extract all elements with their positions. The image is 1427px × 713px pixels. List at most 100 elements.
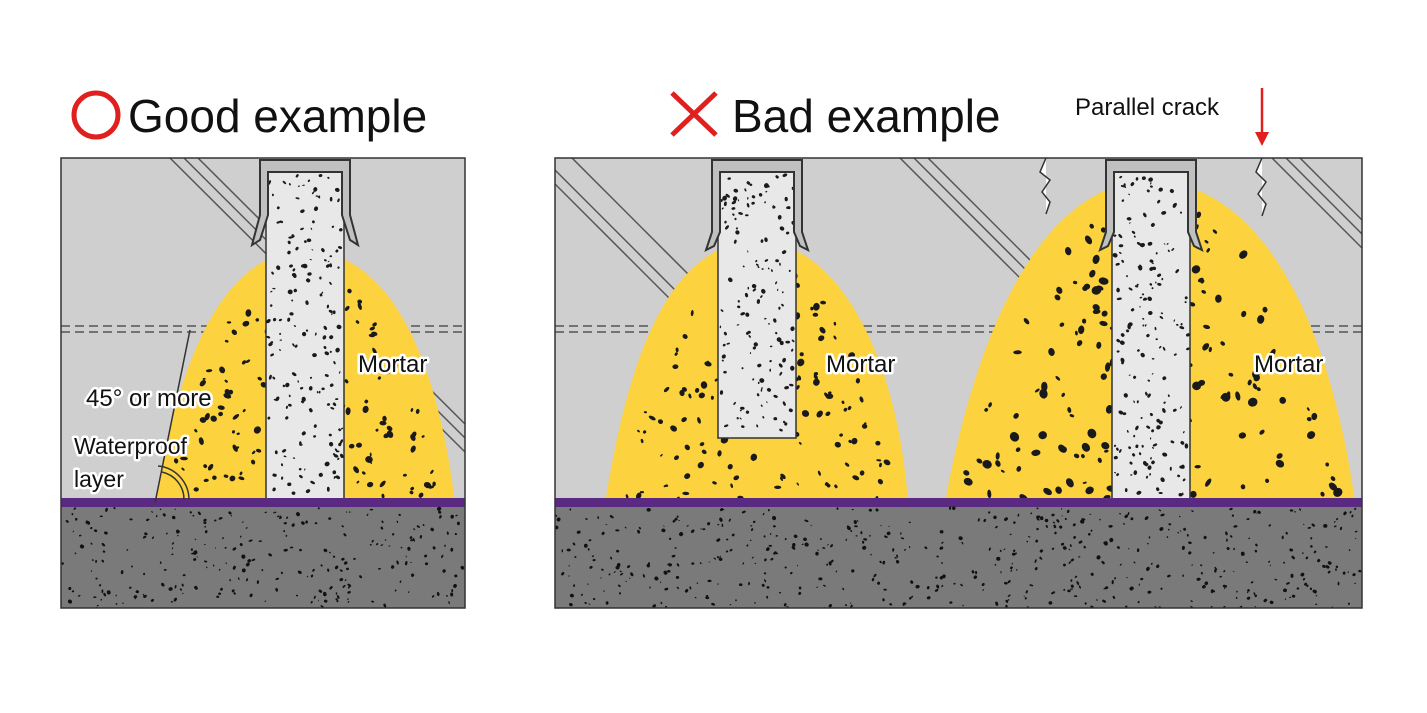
texture-speck bbox=[1062, 546, 1067, 550]
texture-speck bbox=[1320, 491, 1325, 497]
texture-speck bbox=[775, 331, 778, 335]
texture-speck bbox=[851, 437, 858, 445]
texture-speck bbox=[1212, 589, 1216, 593]
texture-speck bbox=[758, 193, 763, 197]
texture-speck bbox=[1140, 417, 1143, 419]
texture-speck bbox=[1152, 446, 1154, 449]
texture-speck bbox=[330, 407, 335, 410]
texture-speck bbox=[561, 549, 564, 553]
texture-speck bbox=[289, 546, 294, 549]
texture-speck bbox=[155, 514, 158, 518]
texture-speck bbox=[962, 604, 964, 607]
texture-speck bbox=[672, 519, 676, 523]
texture-speck bbox=[258, 540, 262, 543]
texture-speck bbox=[824, 482, 829, 487]
texture-speck bbox=[1103, 541, 1106, 545]
texture-speck bbox=[752, 378, 755, 381]
texture-speck bbox=[410, 434, 416, 442]
texture-speck bbox=[95, 560, 98, 563]
texture-speck bbox=[268, 342, 273, 347]
texture-speck bbox=[325, 264, 330, 268]
texture-speck bbox=[569, 602, 573, 607]
texture-speck bbox=[193, 558, 197, 561]
texture-speck bbox=[1169, 466, 1172, 471]
texture-speck bbox=[839, 433, 843, 437]
texture-speck bbox=[678, 519, 680, 522]
texture-speck bbox=[1129, 586, 1134, 591]
texture-speck bbox=[144, 532, 148, 536]
texture-speck bbox=[910, 595, 914, 598]
texture-speck bbox=[287, 289, 293, 295]
texture-speck bbox=[848, 439, 852, 444]
texture-speck bbox=[271, 193, 274, 197]
texture-speck bbox=[1304, 582, 1308, 586]
texture-speck bbox=[828, 391, 832, 395]
texture-speck bbox=[285, 534, 288, 537]
texture-speck bbox=[126, 548, 129, 551]
texture-speck bbox=[691, 562, 695, 565]
texture-speck bbox=[746, 203, 750, 208]
texture-speck bbox=[1140, 577, 1144, 581]
texture-speck bbox=[637, 529, 641, 534]
texture-speck bbox=[292, 343, 295, 347]
texture-speck bbox=[1149, 259, 1154, 263]
texture-speck bbox=[719, 555, 721, 558]
texture-speck bbox=[756, 299, 761, 304]
texture-speck bbox=[1039, 516, 1044, 521]
texture-speck bbox=[1178, 493, 1183, 497]
texture-speck bbox=[311, 220, 315, 224]
texture-speck bbox=[285, 516, 289, 519]
texture-speck bbox=[299, 386, 304, 390]
texture-speck bbox=[1269, 564, 1271, 567]
texture-speck bbox=[731, 207, 736, 210]
texture-speck bbox=[190, 548, 194, 551]
texture-speck bbox=[759, 378, 765, 383]
texture-speck bbox=[364, 399, 369, 404]
texture-speck bbox=[1135, 425, 1139, 431]
texture-speck bbox=[232, 444, 238, 452]
texture-speck bbox=[1276, 453, 1283, 459]
texture-speck bbox=[430, 527, 434, 532]
texture-speck bbox=[1148, 177, 1153, 182]
texture-speck bbox=[1322, 564, 1326, 568]
texture-speck bbox=[781, 303, 784, 307]
texture-speck bbox=[1118, 244, 1124, 248]
mortar-label: Mortar bbox=[358, 351, 427, 378]
texture-speck bbox=[694, 387, 700, 393]
texture-speck bbox=[343, 561, 348, 565]
texture-speck bbox=[1167, 249, 1170, 253]
texture-speck bbox=[90, 542, 93, 545]
texture-speck bbox=[1070, 588, 1073, 590]
texture-speck bbox=[61, 562, 64, 565]
texture-speck bbox=[718, 557, 723, 561]
texture-speck bbox=[1191, 510, 1194, 513]
texture-speck bbox=[372, 347, 377, 355]
texture-speck bbox=[1147, 296, 1153, 301]
texture-speck bbox=[1119, 563, 1122, 566]
texture-speck bbox=[926, 586, 930, 590]
texture-speck bbox=[747, 250, 749, 253]
texture-speck bbox=[279, 220, 284, 224]
texture-speck bbox=[347, 583, 352, 587]
texture-speck bbox=[289, 312, 294, 316]
texture-speck bbox=[726, 538, 729, 541]
texture-speck bbox=[328, 309, 333, 313]
texture-speck bbox=[630, 572, 634, 577]
texture-speck bbox=[1334, 521, 1336, 523]
texture-speck bbox=[787, 206, 791, 210]
texture-speck bbox=[380, 526, 384, 530]
texture-speck bbox=[280, 476, 284, 480]
texture-speck bbox=[159, 561, 162, 565]
texture-speck bbox=[1147, 393, 1151, 398]
texture-speck bbox=[610, 556, 613, 560]
texture-speck bbox=[603, 590, 605, 592]
texture-speck bbox=[74, 552, 77, 555]
texture-speck bbox=[218, 568, 221, 571]
texture-speck bbox=[796, 482, 800, 486]
texture-speck bbox=[1289, 548, 1294, 552]
texture-speck bbox=[1200, 571, 1203, 575]
texture-speck bbox=[1137, 349, 1140, 352]
texture-speck bbox=[1013, 521, 1016, 524]
texture-speck bbox=[1149, 185, 1153, 188]
texture-speck bbox=[1219, 575, 1223, 578]
